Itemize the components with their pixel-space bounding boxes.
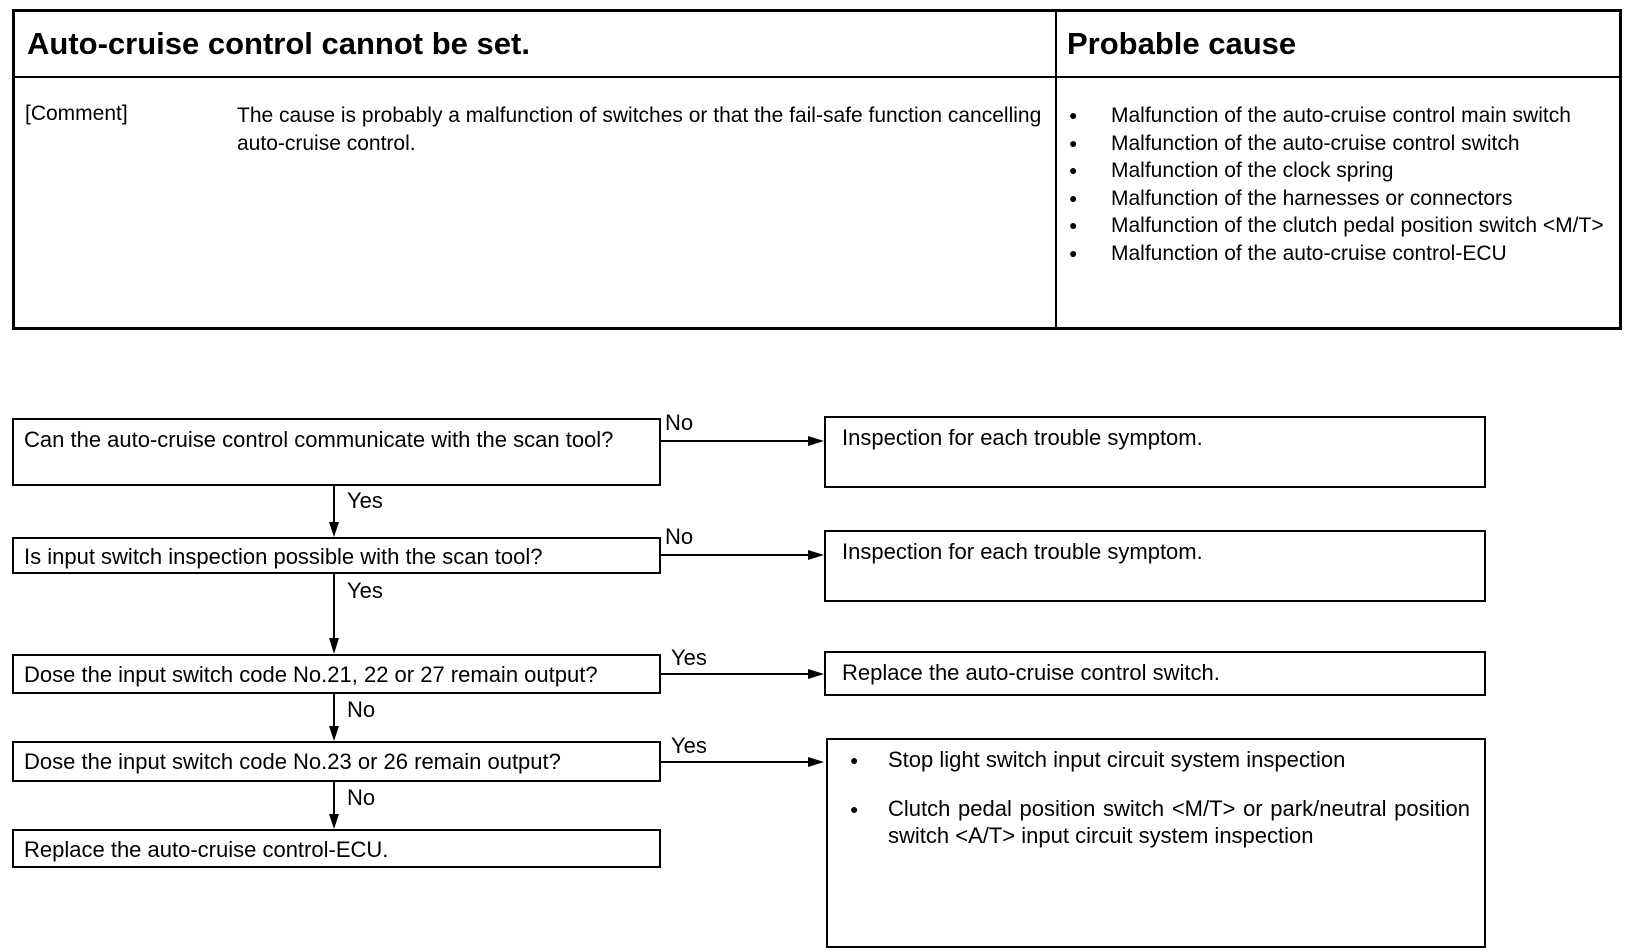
result-text: Inspection for each trouble symptom. xyxy=(842,425,1203,450)
edge-label-q4-no: No xyxy=(347,785,376,810)
probable-cause-title: Probable cause xyxy=(1067,26,1297,61)
edge-label-q2-no: No xyxy=(665,524,694,549)
final-action-text: Replace the auto-cruise control-ECU. xyxy=(24,837,389,862)
cause-item: Malfunction of the auto-cruise control s… xyxy=(1063,130,1618,158)
comment-text: The cause is probably a malfunction of s… xyxy=(237,104,1042,155)
decision-text: Dose the input switch code No.23 or 26 r… xyxy=(24,749,561,774)
cause-item: Malfunction of the auto-cruise control-E… xyxy=(1063,240,1618,268)
edge-label-q2-yes: Yes xyxy=(347,578,383,603)
cause-item: Malfunction of the clock spring xyxy=(1063,157,1618,185)
decision-box-3: Dose the input switch code No.21, 22 or … xyxy=(12,654,661,694)
result-4-item: Clutch pedal position switch <M/T> or pa… xyxy=(838,795,1470,849)
decision-text: Can the auto-cruise control communicate … xyxy=(24,427,614,452)
decision-text: Dose the input switch code No.21, 22 or … xyxy=(24,662,598,687)
result-text: Replace the auto-cruise control switch. xyxy=(842,660,1220,685)
result-box-3: Replace the auto-cruise control switch. xyxy=(824,651,1486,696)
result-box-1: Inspection for each trouble symptom. xyxy=(824,416,1486,488)
info-table: Auto-cruise control cannot be set. Proba… xyxy=(12,9,1622,330)
result-4-list: Stop light switch input circuit system i… xyxy=(838,746,1470,849)
decision-text: Is input switch inspection possible with… xyxy=(24,544,543,569)
comment-label: [Comment] xyxy=(25,102,128,125)
cause-item: Malfunction of the harnesses or connecto… xyxy=(1063,185,1618,213)
arrow-q2-to-result2 xyxy=(661,550,824,560)
page-title: Auto-cruise control cannot be set. xyxy=(27,26,530,61)
arrow-q1-to-result1 xyxy=(660,436,824,446)
arrow-q4-to-final xyxy=(329,782,339,829)
decision-box-1: Can the auto-cruise control communicate … xyxy=(12,418,661,486)
arrow-q1-to-q2 xyxy=(329,486,339,537)
decision-box-4: Dose the input switch code No.23 or 26 r… xyxy=(12,741,661,782)
arrow-q3-to-result3 xyxy=(661,669,824,679)
final-action-box: Replace the auto-cruise control-ECU. xyxy=(12,829,661,868)
probable-cause-list: Malfunction of the auto-cruise control m… xyxy=(1063,102,1618,268)
edge-label-q3-no: No xyxy=(347,697,376,722)
edge-label-q4-yes: Yes xyxy=(671,733,707,758)
cause-item: Malfunction of the auto-cruise control m… xyxy=(1063,102,1618,130)
result-text: Inspection for each trouble symptom. xyxy=(842,539,1203,564)
edge-label-q1-no: No xyxy=(665,410,694,435)
result-box-2: Inspection for each trouble symptom. xyxy=(824,530,1486,602)
cause-item: Malfunction of the clutch pedal position… xyxy=(1063,212,1618,240)
arrow-q2-to-q3 xyxy=(329,574,339,654)
info-table-header: Auto-cruise control cannot be set. Proba… xyxy=(15,12,1619,78)
edge-label-q1-yes: Yes xyxy=(347,488,383,513)
result-4-item: Stop light switch input circuit system i… xyxy=(838,746,1470,774)
edge-label-q3-yes: Yes xyxy=(671,645,707,670)
decision-box-2: Is input switch inspection possible with… xyxy=(12,537,661,574)
arrow-q4-to-result4 xyxy=(661,757,824,767)
arrow-q3-to-q4 xyxy=(329,694,339,741)
column-divider xyxy=(1055,12,1057,327)
result-box-4: Stop light switch input circuit system i… xyxy=(826,738,1486,948)
